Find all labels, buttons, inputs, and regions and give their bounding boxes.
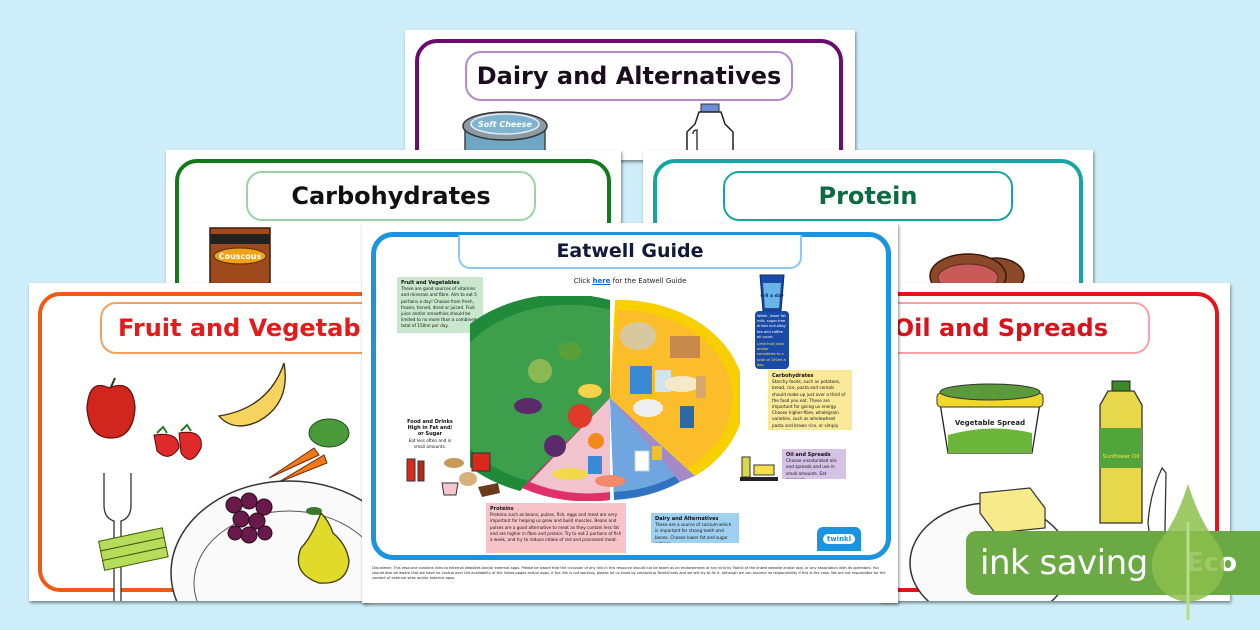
eco-leaf-icon: [1151, 484, 1225, 620]
fruit-vegetables-info-body: These are good sources of vitamins and m…: [401, 286, 477, 329]
fruit-vegetables-illustration: [86, 362, 369, 601]
water-info-box: Water, lower fat milk, sugar-free drinks…: [755, 311, 789, 369]
proteins-info-heading: Proteins: [490, 506, 514, 512]
treats-info-box: Food and Drinks High in Fat and/ or Suga…: [402, 416, 458, 448]
oil-spreads-title: Oil and Spreads: [880, 302, 1150, 354]
water-glass-icon: 6-8 a day: [759, 274, 785, 312]
plate-segment-oil-spreads: [610, 398, 695, 482]
carrots-icon: [268, 418, 350, 484]
couscous-box-icon: Couscous: [209, 227, 271, 290]
proteins-info-body: Proteins such as beans, pulses, fish, eg…: [490, 512, 622, 543]
fruit-vegetables-title: Fruit and Vegetables: [100, 302, 369, 354]
svg-text:Couscous: Couscous: [219, 252, 262, 261]
pear-icon: [297, 507, 350, 584]
sunflower-oil-bottle-icon: Sunflower Oil: [1099, 380, 1143, 524]
oil-spreads-mini-icon: [740, 456, 778, 481]
soft-cheese-tub-icon: Soft Cheese: [462, 111, 548, 160]
carbohydrates-info-body: Starchy foods, such as potatoes, bread, …: [772, 379, 846, 430]
oil-spreads-info-heading: Oil and Spreads: [786, 452, 831, 458]
treat-foods-icon: [406, 452, 500, 497]
click-prefix: Click: [573, 277, 593, 285]
strawberries-icon: [153, 423, 202, 460]
eatwell-click-line: Click here for the Eatwell Guide: [362, 277, 898, 285]
twinkl-logo-tab: twinkl: [817, 527, 861, 551]
butter-icon: [979, 487, 1046, 534]
dairy-frame: [415, 39, 843, 160]
fruit-vegetables-poster-card: Fruit and Vegetables: [29, 283, 369, 601]
carbohydrates-info-box: Carbohydrates Starchy foods, such as pot…: [768, 370, 852, 430]
water-info-body: Water, lower fat milk, sugar-free drinks…: [757, 314, 786, 339]
water-info-note: Limit fruit juice and/or smoothies to a …: [757, 342, 786, 367]
carbohydrates-info-heading: Carbohydrates: [772, 373, 814, 379]
twinkl-logo: twinkl: [822, 534, 856, 544]
dairy-info-box: Dairy and Alternatives These are a sourc…: [651, 513, 739, 543]
click-suffix: for the Eatwell Guide: [610, 277, 687, 285]
proteins-info-box: Proteins Proteins such as beans, pulses,…: [486, 503, 626, 553]
disclaimer-text: Disclaimer: This resource contains links…: [372, 566, 886, 580]
oil-spreads-info-box: Oil and Spreads Choose unsaturated oils …: [782, 449, 846, 479]
treats-info-body: Eat less often and in small amounts.: [408, 437, 452, 448]
banana-icon: [217, 362, 286, 427]
treats-info-heading: Food and Drinks High in Fat and/ or Suga…: [407, 419, 453, 438]
dairy-title: Dairy and Alternatives: [465, 51, 793, 101]
eatwell-guide-poster-card: Eatwell Guide Click here for the Eatwell…: [362, 223, 898, 603]
eatwell-plate-chart: [470, 296, 740, 501]
svg-text:6-8 a day: 6-8 a day: [760, 293, 783, 299]
carbohydrates-title: Carbohydrates: [246, 171, 536, 221]
ink-saving-label: ink saving: [980, 543, 1148, 583]
dairy-poster-card: Dairy and Alternatives Soft Cheese: [405, 30, 855, 160]
eatwell-title: Eatwell Guide: [458, 235, 802, 269]
oil-spreads-info-body: Choose unsaturated oils and spreads and …: [786, 458, 837, 479]
fruit-vegetables-info-box: Fruit and Vegetables These are good sour…: [397, 277, 483, 333]
dairy-info-heading: Dairy and Alternatives: [655, 516, 719, 522]
protein-title: Protein: [723, 171, 1013, 221]
grapes-icon: [225, 492, 273, 544]
celery-icon: [98, 527, 169, 571]
dairy-info-body: These are a source of calcium which is i…: [655, 522, 732, 543]
fruit-vegetables-info-heading: Fruit and Vegetables: [401, 280, 460, 286]
eatwell-here-link[interactable]: here: [592, 277, 611, 285]
apple-icon: [86, 377, 136, 439]
milk-bottle-icon: [686, 103, 734, 160]
plate-food-illustrations: [514, 322, 706, 487]
eatwell-frame: [371, 232, 891, 560]
svg-text:Soft Cheese: Soft Cheese: [478, 120, 533, 129]
svg-text:Sunflower Oil: Sunflower Oil: [1103, 454, 1140, 460]
svg-text:Vegetable Spread: Vegetable Spread: [955, 419, 1025, 427]
vegetable-spread-tub-icon: Vegetable Spread: [936, 383, 1044, 454]
